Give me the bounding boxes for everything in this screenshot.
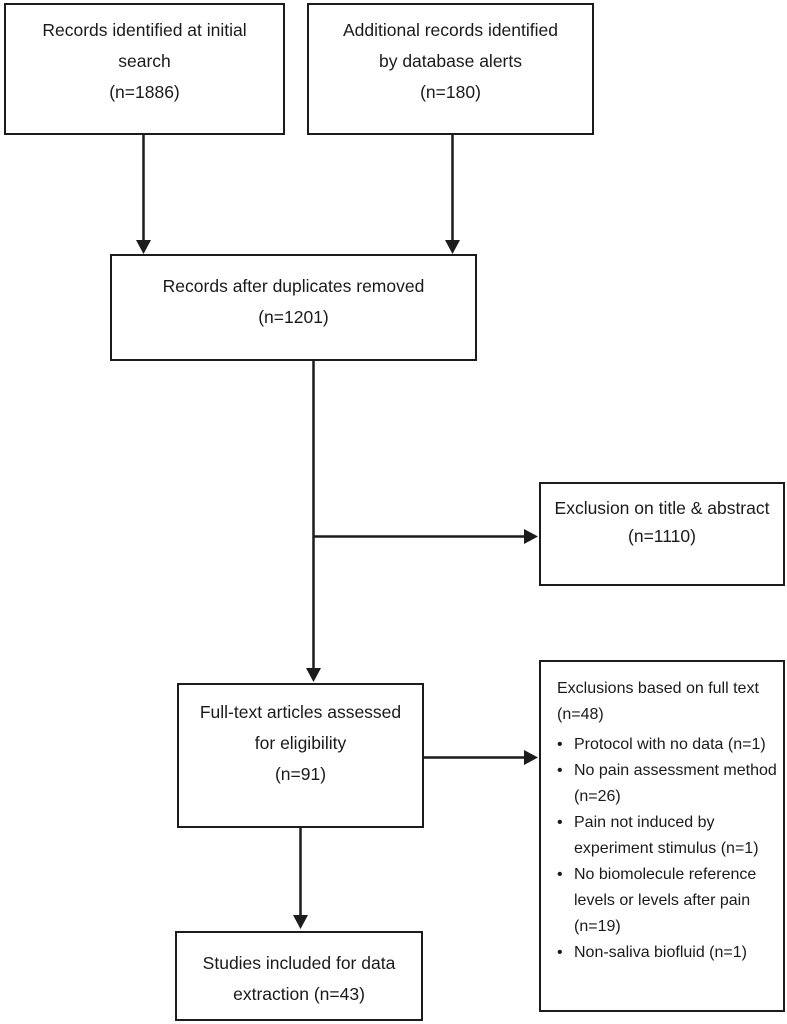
exclusion-reason-item: Protocol with no data (n=1) <box>574 732 777 758</box>
node-count: extraction (n=43) <box>233 984 365 1004</box>
node-text-line: Additional records identified <box>343 20 558 40</box>
node-count: (n=91) <box>274 764 327 784</box>
node-text-line: by database alerts <box>378 51 522 71</box>
node-count: (n=1110) <box>628 526 696 546</box>
node-text-line: for eligibility <box>254 733 347 753</box>
exclusion-reasons-list: Protocol with no data (n=1) No pain asse… <box>557 732 777 966</box>
arrow-initial-to-duplicates <box>136 135 151 254</box>
node-count: (n=1886) <box>109 82 180 102</box>
arrow-fulltext-to-exclusions <box>424 750 538 765</box>
node-text-line: search <box>118 51 171 71</box>
node-text-line: Exclusion on title & abstract <box>554 498 770 518</box>
node-count: (n=180) <box>420 82 481 102</box>
node-count: (n=1201) <box>258 307 329 327</box>
exclusions-count: (n=48) <box>557 706 604 723</box>
node-studies-included: Studies included for data extraction (n=… <box>175 931 423 1021</box>
node-exclusions-full-text: Exclusions based on full text (n=48) Pro… <box>539 660 785 1012</box>
arrow-duplicates-to-fulltext <box>306 361 321 682</box>
node-text-line: Studies included for data <box>202 953 396 973</box>
exclusion-reason-item: No biomolecule reference levels or level… <box>574 862 777 940</box>
arrow-branch-to-title-abstract-exclusion <box>313 529 538 544</box>
exclusion-reason-item: No pain assessment method (n=26) <box>574 758 777 810</box>
node-text-line: Records identified at initial <box>42 20 247 40</box>
node-records-after-duplicates: Records after duplicates removed (n=1201… <box>110 254 477 361</box>
exclusions-heading: Exclusions based on full text <box>557 680 759 697</box>
exclusion-reason-item: Pain not induced by experiment stimulus … <box>574 810 777 862</box>
arrow-alerts-to-duplicates <box>445 135 460 254</box>
node-text-line: Records after duplicates removed <box>162 276 425 296</box>
arrow-fulltext-to-included <box>293 828 308 929</box>
node-additional-records-alerts: Additional records identified by databas… <box>307 3 594 135</box>
exclusion-reason-item: Non-saliva biofluid (n=1) <box>574 940 777 966</box>
node-text-line: Full-text articles assessed <box>199 702 402 722</box>
node-exclusion-title-abstract: Exclusion on title & abstract (n=1110) <box>539 482 785 586</box>
node-records-initial-search: Records identified at initial search (n=… <box>4 3 285 135</box>
node-fulltext-assessed: Full-text articles assessed for eligibil… <box>177 683 424 828</box>
